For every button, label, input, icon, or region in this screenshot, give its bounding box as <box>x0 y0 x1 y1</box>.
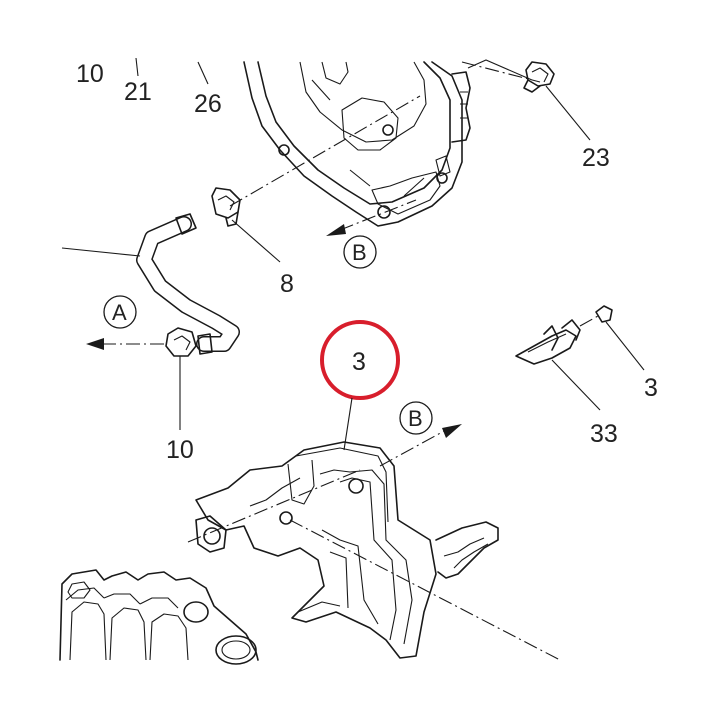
reference-arrow-b-top <box>326 199 417 236</box>
reference-b-top-label: B <box>352 240 367 265</box>
screw-3 <box>579 305 613 327</box>
reference-b-top: B <box>343 235 377 269</box>
callout-21: 21 <box>124 78 152 106</box>
hose <box>136 213 240 355</box>
clip-33 <box>515 319 581 365</box>
callout-3-screw: 3 <box>644 374 658 402</box>
leader-bracket-3 <box>343 397 353 451</box>
clip-23 <box>523 61 555 93</box>
highlight-circle <box>320 320 400 400</box>
callout-8: 8 <box>280 270 294 298</box>
reference-b-bottom: B <box>399 401 433 435</box>
centerline-clip8 <box>229 95 421 207</box>
reference-arrow-b-bottom <box>379 424 462 467</box>
leader-screw-3 <box>605 321 645 371</box>
callout-26: 26 <box>194 90 222 118</box>
clip-8 <box>211 187 241 227</box>
leader-8 <box>231 219 281 263</box>
reference-a: A <box>103 295 137 329</box>
intake-manifold <box>59 569 259 665</box>
mounting-bracket <box>195 441 499 659</box>
centerline-bracket <box>187 469 361 543</box>
callout-33: 33 <box>590 420 618 448</box>
reference-b-bottom-label: B <box>408 406 423 431</box>
leader-hose <box>61 247 141 257</box>
leader-23 <box>545 85 591 141</box>
leader-housing-23 <box>467 59 533 81</box>
centerline-bracket-lower <box>289 519 561 661</box>
reference-arrow-a <box>86 338 168 350</box>
callout-3-highlighted: 3 <box>352 348 366 376</box>
callout-10: 10 <box>166 436 194 464</box>
callout-10-top: 10 <box>76 60 104 88</box>
leader-33 <box>551 359 601 411</box>
reference-a-label: A <box>112 300 127 325</box>
leader-26 <box>197 61 209 85</box>
leader-21 <box>135 57 139 77</box>
upper-housing <box>243 61 471 227</box>
callout-23: 23 <box>582 144 610 172</box>
clip-10 <box>165 327 197 357</box>
